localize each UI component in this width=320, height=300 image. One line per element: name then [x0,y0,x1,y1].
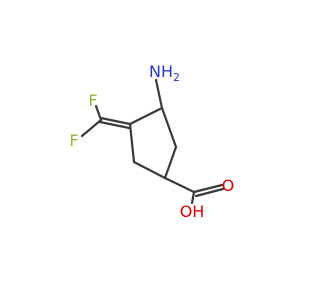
fluorine-2-label: F [69,131,78,150]
bond-c5-carboxyl-c [163,176,196,194]
bond-c3-n [154,78,164,110]
amino-subscript-2: 2 [173,71,180,84]
bond-cf2-f2 [80,118,103,138]
double-bond-c2-cf2-b [98,120,131,130]
amino-nh-text: NH [149,62,173,81]
molecule-structure-canvas: F F NH2 O OH [69,62,235,221]
fluorine-1-label: F [88,91,97,110]
ring-bond-c5-c1 [132,160,167,180]
ring-bond-c3-c2 [128,106,164,126]
double-bond-c-o-a [192,183,224,194]
molecule-svg: F F NH2 O OH [69,62,235,221]
ring-bond-c1-c2 [128,122,136,164]
amino-group-label: NH2 [149,62,180,84]
hydroxyl-oxygen-label: OH [180,202,205,221]
ring-bond-c3-c4 [160,106,178,149]
carbonyl-oxygen-label: O [222,176,235,195]
double-bond-c2-cf2-a [99,116,132,126]
double-bond-c-o-b [194,187,225,198]
bond-cf2-f1 [94,104,103,122]
bond-c-oh [190,190,196,205]
ring-bond-c4-c5 [163,145,178,180]
